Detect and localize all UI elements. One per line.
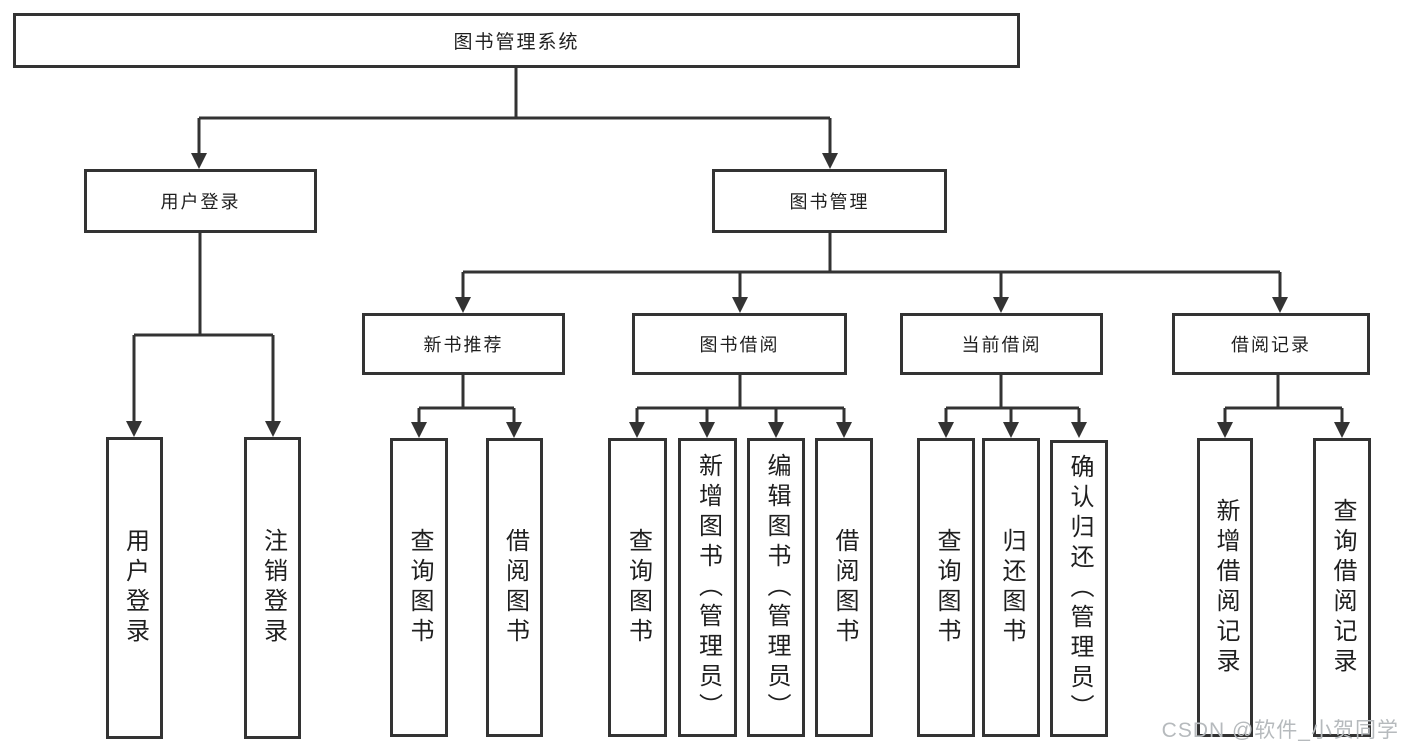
node-borrow-records: 借阅记录	[1172, 313, 1370, 375]
node-label: 用户登录	[121, 528, 149, 648]
node-leaf-query-books: 查询图书	[608, 438, 667, 737]
node-new-book-recommend: 新书推荐	[362, 313, 565, 375]
node-label: 归还图书	[998, 527, 1025, 648]
node-label: 借阅图书	[831, 527, 858, 648]
node-current-borrowing: 当前借阅	[900, 313, 1103, 375]
node-book-borrowing: 图书借阅	[632, 313, 847, 375]
node-label: 图书管理	[789, 192, 870, 212]
connector-root	[197, 68, 832, 155]
node-label: 借阅图书	[501, 527, 529, 648]
node-label: 确认归还（管理员）	[1066, 453, 1093, 724]
node-label: 新增图书（管理员）	[694, 452, 722, 723]
arrow-down-icon	[265, 421, 281, 437]
node-label: 当前借阅	[961, 335, 1042, 355]
node-user-login: 用户登录	[84, 169, 317, 233]
arrow-down-icon	[822, 153, 838, 169]
arrow-down-icon	[411, 422, 427, 438]
connector-user-login	[132, 233, 275, 423]
node-leaf-edit-books-admin: 编辑图书（管理员）	[747, 438, 805, 737]
arrow-down-icon	[993, 297, 1009, 313]
arrow-down-icon	[506, 422, 522, 438]
node-label: 用户登录	[160, 192, 241, 212]
arrow-down-icon	[1217, 422, 1233, 438]
node-leaf-borrow-books: 借阅图书	[486, 438, 543, 737]
node-label: 查询借阅记录	[1329, 497, 1356, 678]
node-leaf-query-borrow-record: 查询借阅记录	[1313, 438, 1371, 737]
arrow-down-icon	[768, 422, 784, 438]
node-label: 图书管理系统	[453, 32, 580, 53]
node-label: 新书推荐	[423, 335, 504, 355]
node-leaf-user-login: 用户登录	[106, 437, 163, 739]
connector-book-borrowing	[635, 375, 846, 424]
node-leaf-query-books: 查询图书	[390, 438, 448, 737]
node-label: 编辑图书（管理员）	[763, 452, 790, 723]
arrow-down-icon	[1003, 422, 1019, 438]
csdn-watermark: CSDN @软件_小贺同学	[1161, 719, 1399, 742]
arrow-down-icon	[1334, 422, 1350, 438]
node-label: 新增借阅记录	[1212, 497, 1239, 678]
node-leaf-confirm-return-admin: 确认归还（管理员）	[1050, 440, 1108, 737]
node-label: 查询图书	[624, 527, 652, 648]
node-leaf-query-books: 查询图书	[917, 438, 975, 737]
node-label: 图书借阅	[699, 335, 780, 355]
node-book-management: 图书管理	[712, 169, 947, 233]
arrow-down-icon	[629, 422, 645, 438]
connector-borrow-records	[1223, 375, 1344, 424]
connector-new-book-recommend	[417, 375, 516, 424]
arrow-down-icon	[836, 422, 852, 438]
arrow-down-icon	[699, 422, 715, 438]
node-label: 查询图书	[933, 527, 960, 648]
node-label: 查询图书	[406, 527, 433, 648]
arrow-down-icon	[455, 297, 471, 313]
node-label: 借阅记录	[1231, 335, 1311, 355]
arrow-down-icon	[1272, 297, 1288, 313]
arrow-down-icon	[126, 421, 142, 437]
connector-current-borrowing	[944, 375, 1081, 424]
node-leaf-logout: 注销登录	[244, 437, 301, 739]
node-leaf-add-borrow-record: 新增借阅记录	[1197, 438, 1253, 737]
node-label: 注销登录	[259, 528, 287, 648]
connector-book-management	[461, 233, 1282, 299]
arrow-down-icon	[732, 297, 748, 313]
node-library-management-system: 图书管理系统	[13, 13, 1020, 68]
node-leaf-add-books-admin: 新增图书（管理员）	[678, 438, 737, 737]
arrow-down-icon	[938, 422, 954, 438]
arrow-down-icon	[1071, 422, 1087, 438]
arrow-down-icon	[191, 153, 207, 169]
node-leaf-borrow-books: 借阅图书	[815, 438, 873, 737]
node-leaf-return-books: 归还图书	[982, 438, 1040, 737]
